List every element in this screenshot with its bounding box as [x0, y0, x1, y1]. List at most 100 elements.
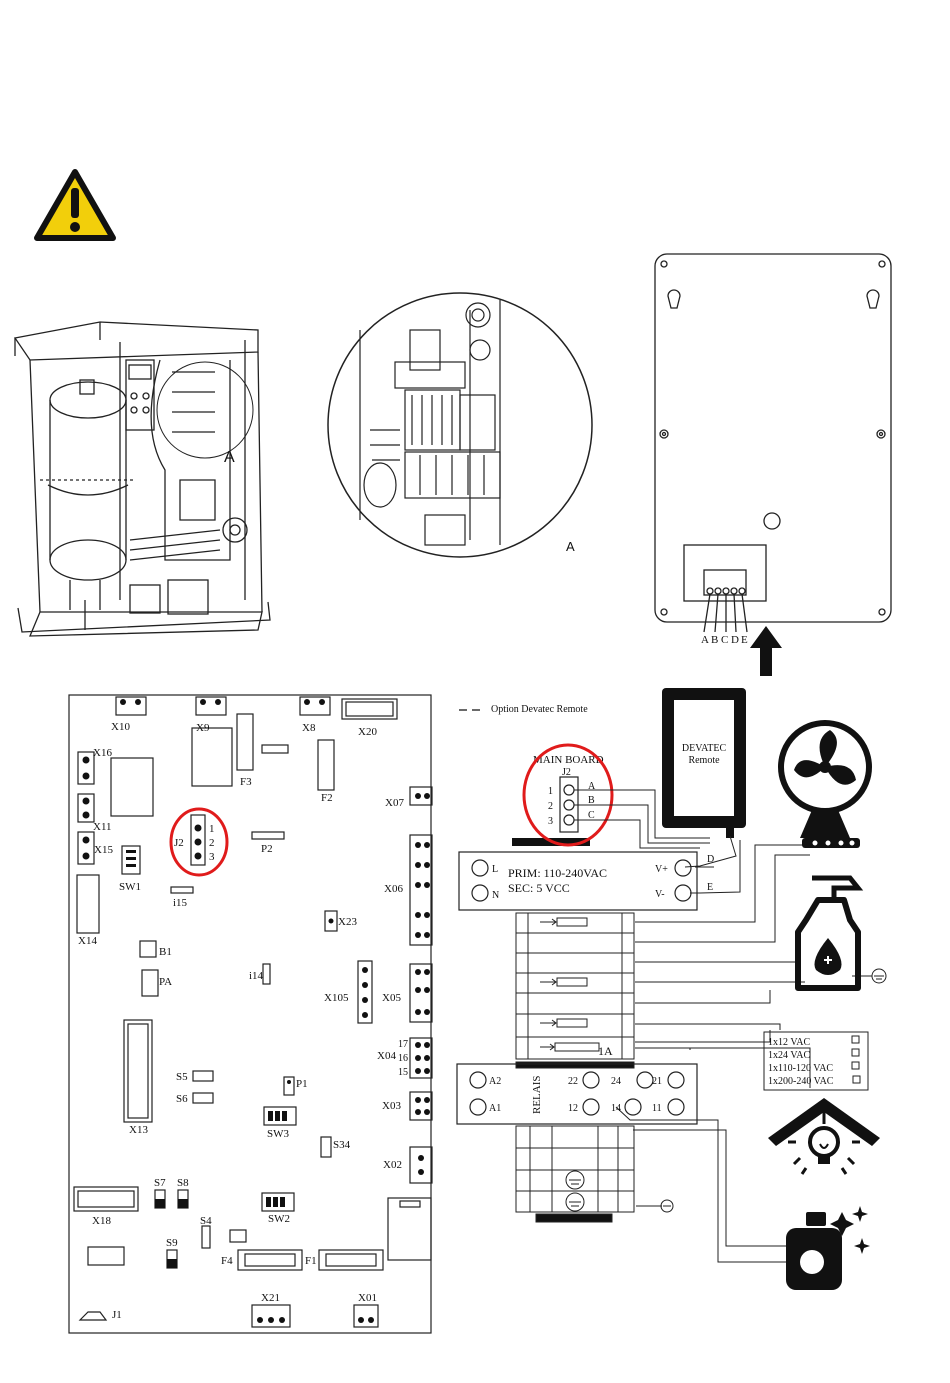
voltage-checkbox-3 — [851, 1061, 860, 1070]
psu-d: D — [707, 854, 714, 865]
voltage-option-1: 1x12 VAC — [768, 1037, 810, 1048]
label-x02: X02 — [383, 1159, 402, 1171]
label-f3: F3 — [240, 776, 252, 788]
relais-22: 22 — [568, 1076, 578, 1087]
devatec-remote: DEVATEC Remote — [662, 688, 746, 838]
label-i15: i15 — [173, 897, 188, 909]
label-sw1: SW1 — [119, 881, 141, 893]
voltage-checkbox-2 — [851, 1048, 860, 1057]
wires — [574, 789, 872, 1263]
ground-icon — [871, 968, 887, 984]
label-x01: X01 — [358, 1292, 377, 1304]
main-board-letter-c: C — [588, 810, 595, 821]
remote-terminal-labels: A B C D E — [701, 634, 748, 646]
label-x23: X23 — [338, 916, 357, 928]
label-f2: F2 — [321, 792, 333, 804]
label-x21: X21 — [261, 1292, 280, 1304]
fuse-label: 1A — [598, 1044, 613, 1058]
x04-pin-15: 15 — [398, 1067, 408, 1078]
psu-n: N — [492, 890, 499, 901]
label-sw2: SW2 — [268, 1213, 290, 1225]
label-s6: S6 — [176, 1093, 188, 1105]
voltage-option-4: 1x200-240 VAC — [768, 1076, 834, 1087]
voltage-option-3: 1x110-120 VAC — [768, 1063, 833, 1074]
label-x13: X13 — [129, 1124, 148, 1136]
label-x07: X07 — [385, 797, 404, 809]
label-x18: X18 — [92, 1215, 111, 1227]
main-board-j2: MAIN BOARD J2 1 2 3 A B C — [512, 754, 604, 846]
remote-back-panel — [654, 253, 892, 633]
lower-terminal-block — [515, 1125, 674, 1223]
label-x15: X15 — [94, 844, 113, 856]
warning-icon — [34, 169, 116, 241]
x04-pin-16: 16 — [398, 1053, 408, 1064]
relais-21: 21 — [652, 1076, 662, 1087]
label-s8: S8 — [177, 1177, 189, 1189]
label-b1: B1 — [159, 946, 172, 958]
j2-highlight — [169, 807, 229, 877]
board-outline — [68, 694, 433, 1334]
psu-vplus: V+ — [655, 864, 668, 875]
main-board-pin-2: 2 — [548, 801, 553, 812]
label-pa: PA — [159, 976, 172, 988]
main-board-letter-b: B — [588, 795, 595, 806]
psu-prim: PRIM: 110-240VAC — [508, 866, 607, 880]
label-x06: X06 — [384, 883, 403, 895]
label-x05: X05 — [382, 992, 401, 1004]
spray-bottle-icon — [795, 875, 864, 991]
voltage-options: 1x12 VAC 1x24 VAC 1x110-120 VAC 1x200-24… — [763, 1031, 869, 1091]
label-s4: S4 — [200, 1215, 212, 1227]
label-x10: X10 — [111, 721, 130, 733]
psu-e: E — [707, 882, 713, 893]
legend: Option Devatec Remote — [459, 704, 588, 715]
relais-a2: A2 — [489, 1076, 501, 1087]
label-p1: P1 — [296, 1078, 308, 1090]
relais-11: 11 — [652, 1103, 662, 1114]
relais-a1: A1 — [489, 1103, 501, 1114]
label-j1: J1 — [112, 1309, 122, 1321]
label-f1: F1 — [305, 1255, 317, 1267]
legend-text: Option Devatec Remote — [491, 704, 588, 715]
label-p2: P2 — [261, 843, 273, 855]
relais-title: RELAIS — [531, 1076, 543, 1115]
terminal-e: E — [741, 634, 748, 646]
label-s7: S7 — [154, 1177, 166, 1189]
label-s34: S34 — [333, 1139, 351, 1151]
board-labels: X10 X9 X8 X20 X16 X11 X15 SW1 X14 F3 F2 … — [78, 721, 408, 1321]
relais-12: 12 — [568, 1103, 578, 1114]
label-x105: X105 — [324, 992, 349, 1004]
detail-label-a: A — [224, 449, 235, 466]
main-board-pin-3: 3 — [548, 816, 553, 827]
label-x8: X8 — [302, 722, 316, 734]
label-f4: F4 — [221, 1255, 233, 1267]
unit-illustration — [13, 321, 271, 637]
terminal-strip — [515, 912, 635, 1069]
terminal-b: B — [711, 634, 718, 646]
main-board-highlight — [522, 743, 614, 847]
main-board-letter-a: A — [588, 781, 596, 792]
label-x16: X16 — [93, 747, 112, 759]
zoom-label-a: A — [566, 539, 575, 554]
label-x9: X9 — [196, 722, 210, 734]
j2-pin-2: 2 — [209, 837, 215, 849]
remote-box-line1: DEVATEC — [682, 743, 727, 754]
main-board-pin-1: 1 — [548, 786, 553, 797]
psu-vminus: V- — [655, 889, 665, 900]
label-x11: X11 — [93, 821, 112, 833]
psu-sec: SEC: 5 VCC — [508, 881, 570, 895]
label-x14: X14 — [78, 935, 97, 947]
label-i14: i14 — [249, 970, 264, 982]
voltage-checkbox-4 — [852, 1075, 861, 1084]
psu-l: L — [492, 864, 498, 875]
perfume-icon — [786, 1206, 870, 1290]
relais-14: 14 — [611, 1103, 621, 1114]
label-x04: X04 — [377, 1050, 396, 1062]
j2-pin-3: 3 — [209, 851, 215, 863]
main-board-j2-label: J2 — [562, 767, 571, 778]
relais-24: 24 — [611, 1076, 621, 1087]
voltage-option-2: 1x24 VAC — [768, 1050, 810, 1061]
fan-icon — [778, 720, 872, 848]
label-x20: X20 — [358, 726, 377, 738]
